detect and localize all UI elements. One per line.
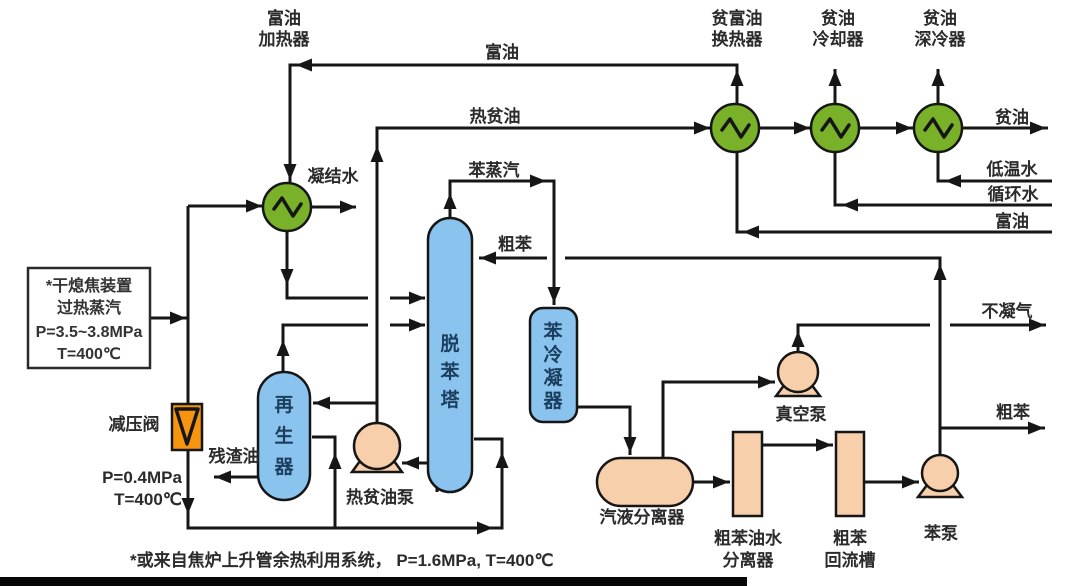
- pipe-rich-oil-return-in: [735, 152, 1052, 234]
- regenerator-char1: 再: [274, 395, 293, 416]
- reflux-tank-label-1: 粗苯: [833, 528, 867, 548]
- stream-non-condensable-gas-label: 不凝气: [982, 301, 1033, 321]
- regenerator-char2: 生: [274, 424, 293, 447]
- steam-source-box: [26, 266, 152, 370]
- vacuum-pump: [773, 350, 823, 398]
- stream-low-temp-water-label: 低温水: [986, 159, 1039, 179]
- tower-char3: 塔: [440, 388, 460, 411]
- lean-oil-deep-cooler-coil-icon: [923, 117, 954, 139]
- condenser-char4: 器: [542, 390, 563, 412]
- bottom-black-bar: [0, 577, 747, 586]
- regenerator-vessel: [256, 370, 312, 502]
- hot-lean-oil-pump: [349, 421, 405, 474]
- steam-box-line2: 过热蒸汽: [57, 298, 121, 317]
- footnote: *或来自焦炉上升管余热利用系统， P=1.6MPa, T=400℃: [130, 550, 553, 570]
- pipe-separator-to-vacuum-pump: [661, 380, 775, 459]
- rich-oil-heater-label-2: 加热器: [258, 29, 311, 49]
- pipe-steam-branch-regenerator: [312, 435, 337, 528]
- pipe-low-temp-water-in: [936, 152, 1052, 183]
- condenser-char2: 冷: [543, 343, 562, 366]
- stream-residual-oil-label: 残渣油: [209, 446, 260, 466]
- oil-water-separator-label-1: 粗苯油水: [714, 528, 783, 548]
- stream-lean-oil-label: 贫油: [994, 107, 1029, 127]
- reflux-tank-vessel: [834, 430, 866, 518]
- steam-box-line4: T=400℃: [57, 346, 121, 363]
- lean-oil-deep-cooler-label-1: 贫油: [922, 8, 957, 28]
- lean-rich-exchanger-label-2: 换热器: [712, 29, 764, 49]
- rich-oil-heater: [261, 181, 313, 233]
- regenerator-char3: 器: [273, 456, 294, 478]
- stream-condensate-label: 凝结水: [308, 166, 360, 186]
- vapor-liquid-separator-vessel: [595, 456, 695, 508]
- pipe-circulating-water-in: [833, 152, 1052, 207]
- pipe-condenser-to-separator: [577, 405, 632, 455]
- rich-oil-heater-label-1: 富油: [267, 8, 301, 28]
- lean-oil-cooler-label-1: 贫油: [820, 8, 855, 28]
- tower-char2: 苯: [439, 360, 459, 383]
- steam-box-line1: *干熄焦装置: [46, 276, 132, 295]
- rich-oil-heater-coil-icon: [272, 196, 303, 218]
- oil-water-separator-label-2: 分离器: [723, 550, 775, 570]
- lean-oil-cooler-coil-icon: [820, 117, 851, 139]
- pipe-heater-to-tower: [285, 230, 425, 300]
- lean-oil-deep-cooler: [912, 102, 964, 154]
- valve-label: 减压阀: [109, 414, 160, 434]
- lean-oil-cooler: [809, 102, 861, 154]
- hot-lean-oil-pump-label: 热贫油泵: [346, 487, 414, 507]
- stream-crude-benzene-reflux-label: 粗苯: [498, 234, 532, 254]
- vacuum-pump-label: 真空泵: [776, 404, 827, 424]
- benzene-condenser-vessel: [528, 306, 579, 424]
- valve-glyph: [174, 407, 200, 446]
- stream-benzene-vapor-label: 苯蒸汽: [468, 160, 520, 180]
- condenser-char1: 苯: [542, 320, 562, 343]
- lean-rich-oil-exchanger: [709, 102, 761, 154]
- valve-pressure-label: P=0.4MPa: [102, 468, 182, 487]
- vacuum-pump-body: [776, 350, 820, 394]
- vapor-liquid-separator-label: 汽液分离器: [600, 507, 686, 527]
- valve-temperature-label: T=400℃: [114, 490, 182, 509]
- lean-oil-cooler-label-2: 冷却器: [813, 29, 865, 49]
- oil-water-separator-vessel: [731, 430, 764, 518]
- stream-circulating-water-label: 循环水: [988, 184, 1040, 204]
- steam-box-line3: P=3.5~3.8MPa: [36, 324, 143, 341]
- debenzene-tower-vessel: [426, 216, 474, 494]
- tower-char1: 脱: [440, 332, 459, 355]
- lean-rich-exchanger-label-1: 贫富油: [711, 8, 763, 28]
- reflux-tank-label-2: 回流槽: [825, 550, 876, 570]
- stream-hot-lean-oil-label: 热贫油: [470, 106, 521, 126]
- benzene-pump-label: 苯泵: [923, 523, 958, 543]
- pipe-non-condensable-gas: [796, 323, 1046, 354]
- stream-crude-benzene-product-label: 粗苯: [996, 402, 1030, 422]
- benzene-pump-body: [920, 453, 960, 493]
- condenser-char3: 凝: [543, 366, 563, 389]
- pipe-regenerator-to-tower: [281, 323, 425, 373]
- stream-rich-oil-return-label: 富油: [995, 211, 1029, 231]
- lean-oil-deep-cooler-label-2: 深冷器: [915, 29, 967, 49]
- hot-lean-oil-pump-body: [352, 421, 402, 471]
- lean-rich-oil-exchanger-coil-icon: [720, 117, 751, 139]
- benzene-pump: [915, 453, 965, 499]
- stream-rich-oil-top-label: 富油: [485, 42, 519, 62]
